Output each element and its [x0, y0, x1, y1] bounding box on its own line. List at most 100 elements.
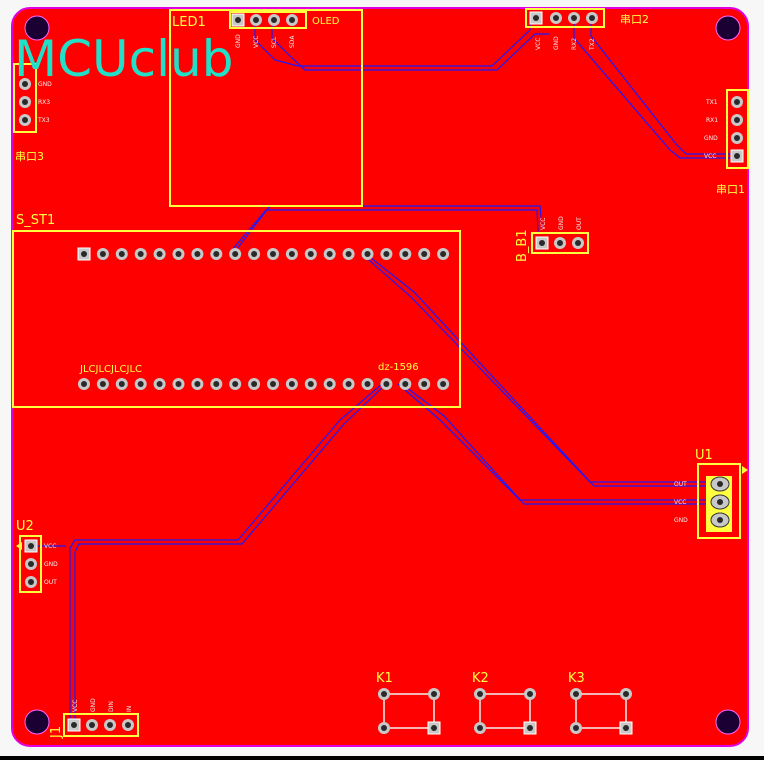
u1-outline [697, 463, 741, 539]
pad-drill [345, 251, 352, 257]
pad-drill [22, 81, 28, 87]
pad-drill [137, 381, 144, 387]
uart1-pin-label: TX1 [705, 99, 718, 106]
pad-drill [28, 543, 34, 549]
pad-drill [71, 722, 77, 728]
pad-drill [194, 251, 201, 257]
pad-drill [557, 240, 563, 246]
pad-drill [289, 17, 295, 23]
pad-drill [539, 240, 545, 246]
pad-drill [533, 15, 539, 21]
pad-drill [307, 381, 314, 387]
trace [235, 205, 543, 251]
pad-drill [194, 381, 201, 387]
pad-drill [99, 381, 106, 387]
trace [231, 209, 539, 251]
pad-drill [288, 381, 295, 387]
s-st1-footprint[interactable]: S_ST1 JLCJLCJLCJLC dz-1596 [12, 213, 461, 408]
led1-footprint[interactable]: LED1 OLED GND VCC SCL SDA [169, 9, 363, 207]
uart2-pin-label: GND [553, 36, 560, 50]
led1-ref: LED1 [172, 15, 206, 30]
k3-footprint[interactable]: K3 [568, 671, 633, 735]
pad-drill [213, 381, 220, 387]
uart1-pin-label: GND [704, 135, 718, 142]
pad-drill [527, 691, 533, 697]
pin1-marker [16, 542, 22, 550]
k2-ref: K2 [472, 671, 489, 686]
pad-drill [477, 691, 483, 697]
pin1-marker [742, 466, 748, 474]
pad-drill [213, 251, 220, 257]
pad-drill [402, 381, 409, 387]
led1-label: OLED [312, 16, 340, 27]
trace [271, 20, 549, 71]
pad-drill [381, 725, 387, 731]
pad-drill [235, 17, 241, 23]
pad-drill [345, 381, 352, 387]
uart1-pin-label: VCC [704, 153, 716, 160]
board-logo: MCUclub [14, 30, 233, 88]
trace [254, 20, 531, 67]
j1-pin-label: GND [90, 698, 97, 712]
u1-pin-label: OUT [674, 481, 687, 488]
pad-drill [125, 722, 131, 728]
uart3-footprint[interactable]: GND RX3 TX3 串口3 [13, 63, 52, 163]
pad-drill [326, 251, 333, 257]
u2-footprint[interactable]: VCC GND OUT U2 [16, 519, 58, 593]
k1-footprint[interactable]: K1 [376, 671, 441, 735]
j1-pin-label: IN [126, 706, 133, 712]
trace [397, 383, 720, 501]
pad-drill [383, 251, 390, 257]
pad-drill [734, 117, 740, 123]
uart1-outline [726, 89, 749, 169]
mount-hole [24, 15, 50, 41]
pad-drill [271, 17, 277, 23]
pad-drill [22, 117, 28, 123]
k2-footprint[interactable]: K2 [472, 671, 537, 735]
j1-pin-label: VCC [72, 700, 79, 712]
trace [361, 253, 720, 483]
uart1-footprint[interactable]: TX1 RX1 GND VCC 串口1 [704, 89, 749, 196]
pad-drill [118, 251, 125, 257]
trace [590, 20, 735, 155]
uart1-pin-label: RX1 [706, 117, 718, 124]
pad-drill [734, 99, 740, 105]
b-b1-pin-label: VCC [540, 218, 547, 230]
pad-drill [89, 722, 95, 728]
pad-drill [270, 251, 276, 257]
u1-ref: U1 [695, 448, 713, 463]
pad-drill [571, 15, 577, 21]
uart1-ref: 串口1 [716, 183, 745, 196]
u2-pin-label: VCC [44, 543, 56, 550]
pad-drill [156, 251, 163, 257]
pad-drill [623, 691, 629, 697]
j1-footprint[interactable]: VCC GND DIN IN J1 [49, 698, 139, 739]
pad-drill [381, 691, 387, 697]
u2-outline [19, 535, 42, 593]
u2-ref: U2 [16, 519, 34, 534]
s-st1-label-right: dz-1596 [378, 362, 419, 373]
pad-drill [734, 153, 740, 159]
uart3-ref: 串口3 [15, 150, 44, 163]
uart2-footprint[interactable]: VCC GND RX2 TX2 串口2 [525, 8, 649, 51]
pad-drill [364, 381, 371, 387]
pad-drill [553, 15, 559, 21]
pad-drill [717, 499, 723, 505]
trace [69, 383, 383, 724]
led1-pin-label: SDA [289, 35, 296, 48]
uart3-pin-label: TX3 [37, 117, 50, 124]
uart3-outline [13, 63, 37, 133]
pad-drill [175, 251, 182, 257]
b-b1-pin-label: GND [558, 216, 565, 230]
pad-drill [22, 99, 28, 105]
uart3-pin-label: RX3 [38, 99, 50, 106]
pad-drill [440, 381, 447, 387]
pad-drill [118, 381, 125, 387]
pad-drill [270, 381, 276, 387]
u1-footprint[interactable]: OUT VCC GND U1 [674, 448, 748, 539]
k3-ref: K3 [568, 671, 585, 686]
b-b1-footprint[interactable]: VCC GND OUT B_B1 [515, 216, 589, 262]
pad-drill [137, 251, 144, 257]
